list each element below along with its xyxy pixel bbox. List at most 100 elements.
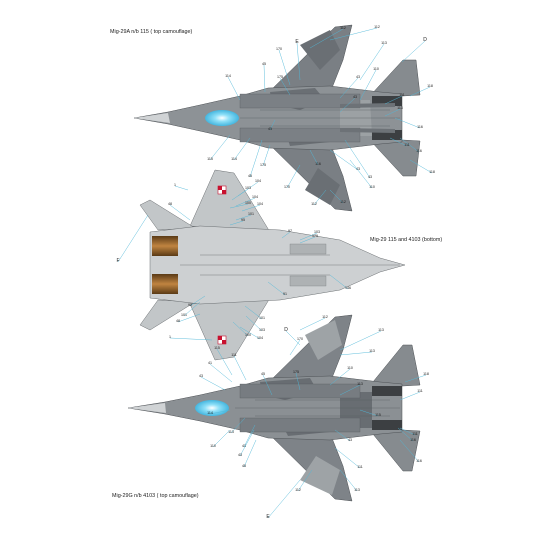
callout-label: 1 xyxy=(174,183,176,187)
callout-leader-line xyxy=(359,69,377,101)
callout-label: 111 xyxy=(404,143,409,147)
callout-label: 92 xyxy=(188,303,192,307)
callout-leader-line xyxy=(239,326,261,340)
callout-leader-line xyxy=(297,469,313,492)
exhaust-nozzle xyxy=(372,420,402,430)
intake xyxy=(289,243,327,255)
callout-label: 118 xyxy=(427,84,433,88)
callout-label: 146 xyxy=(345,286,351,290)
camo-patch xyxy=(300,456,340,495)
callout-leader-line xyxy=(313,189,327,206)
callout-leader-line xyxy=(174,185,189,191)
callout-leader-line xyxy=(233,355,247,381)
callout-leader-line xyxy=(289,339,301,356)
callout-label: 110 xyxy=(210,444,216,448)
callout-label: 48 xyxy=(176,319,180,323)
callout-label: 112 xyxy=(295,488,301,492)
aircraft-bottom-view: Mig-29 115 and 4103 (bottom) xyxy=(139,169,442,361)
exhaust-nozzle xyxy=(152,236,178,256)
callout-label: 114 xyxy=(231,157,237,161)
callout-label: 104 xyxy=(257,202,263,206)
callout-label: 43 xyxy=(238,453,242,457)
callout-leader-line xyxy=(344,139,371,179)
callout-label: 43 xyxy=(199,374,203,378)
callout-label: 111 xyxy=(357,465,362,469)
callout-leader-line xyxy=(227,76,241,101)
callout-label: 116 xyxy=(315,162,321,166)
callout-leader-line xyxy=(339,469,358,492)
engine-nacelle xyxy=(239,127,361,143)
callout-leader-line xyxy=(183,301,201,317)
callout-leader-line xyxy=(244,305,263,320)
callout-leader-line xyxy=(399,391,421,401)
callout-label: 170 xyxy=(276,47,282,51)
callout-label: 175 xyxy=(277,75,283,79)
callout-label: 91 xyxy=(283,292,287,296)
callout-label: 95 xyxy=(241,218,245,222)
callout-label: 113 xyxy=(378,328,384,332)
callout-label: 43 xyxy=(348,438,352,442)
callout-leader-line xyxy=(169,337,213,341)
callout-leader-line xyxy=(200,376,226,391)
callout-label: 115 xyxy=(207,157,213,161)
callout-label: 112 xyxy=(340,200,346,204)
callout-label: 175 xyxy=(260,163,266,167)
callout-leader-line xyxy=(241,204,261,212)
callout-leader-line xyxy=(286,164,301,189)
callout-leader-line xyxy=(349,159,373,189)
callout-label: 111 xyxy=(231,353,236,357)
callout-leader-line xyxy=(359,43,385,81)
callout-leader-line xyxy=(216,348,233,376)
callout-leader-line xyxy=(329,149,359,171)
callout-leader-line xyxy=(399,439,420,463)
callout-label: 118 xyxy=(429,170,435,174)
callout-label: 115 xyxy=(214,346,220,350)
callout-leader-line xyxy=(299,236,316,244)
engine-nacelle xyxy=(239,383,361,399)
callout-label: 41 xyxy=(208,361,212,365)
exhaust-nozzle xyxy=(152,274,178,294)
callout-label: 110 xyxy=(373,67,379,71)
callout-label: 112 xyxy=(322,315,328,319)
callout-label: 43 xyxy=(356,75,360,79)
callout-label: 113 xyxy=(369,349,375,353)
callout-label: 116 xyxy=(416,459,422,463)
callout-leader-line xyxy=(230,417,246,434)
callout-leader-line xyxy=(309,149,319,166)
camo-patch xyxy=(305,168,340,205)
callout-leader-line xyxy=(299,317,326,331)
callout-leader-line xyxy=(281,231,291,239)
callout-label: 45 xyxy=(268,127,272,131)
callout-label: 111 xyxy=(417,389,422,393)
callout-leader-line xyxy=(232,321,249,337)
intake xyxy=(289,275,327,287)
callout-label: 113 xyxy=(354,488,360,492)
callout-leader-line xyxy=(235,214,252,221)
callout-leader-line xyxy=(359,409,379,417)
callout-leader-line xyxy=(339,97,356,113)
callout-label: 104 xyxy=(255,179,261,183)
callout-leader-line xyxy=(295,372,301,391)
upper-tailplane xyxy=(367,344,421,389)
callout-label: 114 xyxy=(225,74,231,78)
callout-label: 101 xyxy=(248,212,254,216)
vertical-fin xyxy=(340,103,395,108)
callout-leader-line xyxy=(329,189,344,204)
callout-leader-line xyxy=(249,139,263,178)
callout-leader-line xyxy=(399,427,416,436)
upper-tailplane xyxy=(367,59,421,99)
callout-label: 45 xyxy=(248,174,252,178)
callout-leader-line xyxy=(209,134,231,161)
callout-leader-line xyxy=(243,424,256,448)
callout-leader-line xyxy=(334,447,361,469)
callout-label: 116 xyxy=(417,125,423,129)
canopy xyxy=(205,110,239,126)
callout-leader-line xyxy=(209,363,233,383)
callout-leader-line xyxy=(278,49,291,86)
callout-leader-line xyxy=(177,313,201,323)
aircraft-top-view-115: Mig-29A n/b 115 ( top camouflage) xyxy=(110,24,421,212)
callout-leader-line xyxy=(329,274,349,290)
callout-leader-line xyxy=(267,479,301,519)
